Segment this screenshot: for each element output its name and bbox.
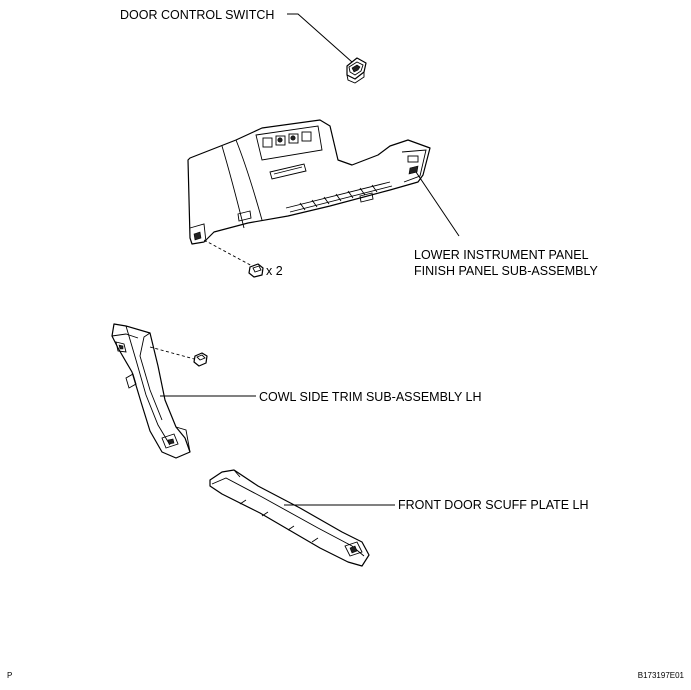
front-door-scuff-plate-part xyxy=(209,469,370,567)
lower-instrument-panel-label-line1: LOWER INSTRUMENT PANEL xyxy=(414,248,589,262)
cowl-side-trim-part xyxy=(111,323,191,459)
clip-icon xyxy=(193,352,208,367)
screw-icon xyxy=(248,263,264,278)
lower-instrument-panel-label-line2: FINISH PANEL SUB-ASSEMBLY xyxy=(414,264,599,278)
cowl-side-trim-label: COWL SIDE TRIM SUB-ASSEMBLY LH xyxy=(259,390,482,404)
screw-dashed-line xyxy=(203,239,255,268)
corner-left-mark: P xyxy=(7,671,12,680)
door-control-switch-label: DOOR CONTROL SWITCH xyxy=(120,8,274,22)
door-control-switch-part xyxy=(346,57,367,84)
screw-count-label: x 2 xyxy=(266,264,283,278)
cowl-clip-dashed-line xyxy=(149,346,199,361)
figure-code: B173197E01 xyxy=(638,671,685,680)
lower-instrument-panel-leader xyxy=(415,171,460,237)
lower-instrument-panel-part xyxy=(187,119,431,245)
front-door-scuff-plate-label: FRONT DOOR SCUFF PLATE LH xyxy=(398,498,589,512)
door-control-switch-leader xyxy=(287,13,353,63)
